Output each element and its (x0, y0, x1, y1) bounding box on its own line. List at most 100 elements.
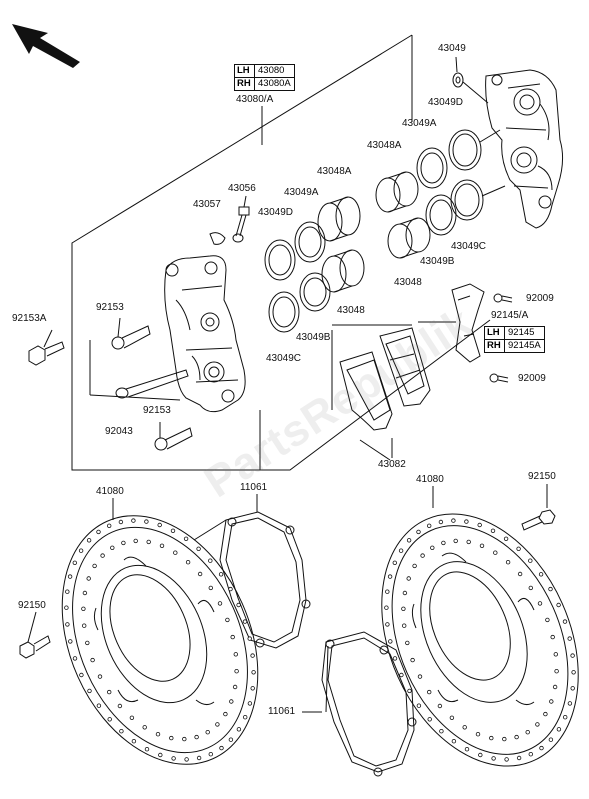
gasket-top (219, 511, 311, 649)
vent-hole (121, 540, 126, 546)
vent-hole (229, 699, 234, 704)
vent-hole (399, 672, 404, 678)
vent-hole (516, 755, 522, 761)
disc-leader-lines (112, 486, 434, 713)
vent-hole (550, 634, 555, 640)
vent-hole (86, 576, 91, 581)
vent-hole (158, 752, 163, 758)
label-41080-left: 41080 (96, 486, 124, 497)
vent-hole (217, 601, 223, 606)
vent-hole (427, 689, 432, 695)
vent-hole (570, 653, 575, 658)
vent-hole (196, 546, 201, 551)
vent-hole (388, 639, 393, 644)
vent-hole (567, 701, 573, 706)
vent-hole (142, 725, 147, 730)
vent-hole (384, 605, 389, 610)
vent-hole (173, 550, 178, 555)
label-11061-top: 11061 (240, 482, 268, 493)
vent-hole (96, 529, 101, 535)
seal-43049 (452, 56, 489, 104)
label-43049a-left: 43049A (284, 187, 319, 198)
label-92145: 92145/A (491, 310, 529, 321)
brake-disc-left (61, 515, 259, 765)
vent-hole (119, 729, 124, 734)
vent-hole (405, 640, 410, 646)
vent-hole (106, 689, 112, 695)
label-43057: 43057 (193, 199, 221, 210)
bolt-92043 (115, 369, 189, 399)
vent-hole (146, 539, 151, 545)
vent-hole (490, 528, 496, 533)
disc-vent-holes (64, 518, 576, 762)
vent-hole (556, 727, 562, 732)
vent-hole (441, 540, 446, 546)
vent-hole (491, 756, 496, 761)
brake-pads (339, 327, 431, 461)
vent-hole (79, 672, 84, 678)
vent-hole (144, 519, 149, 524)
pins-43056-43057 (209, 195, 250, 245)
vent-hole (539, 745, 544, 751)
vent-hole (464, 519, 469, 524)
vent-hole (133, 538, 138, 544)
label-92153-bottom: 92153 (143, 405, 171, 416)
vent-hole (438, 519, 444, 525)
vent-hole (194, 734, 199, 740)
vent-hole (90, 657, 95, 663)
vent-hole (82, 590, 88, 596)
label-43049d-right: 43049D (428, 97, 464, 108)
bolt-92153-bottom (154, 422, 193, 451)
label-43048-left: 43048 (337, 305, 365, 316)
vent-hole (553, 652, 558, 657)
label-43049d-left: 43049D (258, 207, 294, 218)
vent-hole (219, 745, 224, 751)
vent-hole (72, 656, 78, 661)
vent-hole (528, 585, 533, 591)
pistons-left (317, 196, 365, 293)
vent-hole (117, 703, 123, 709)
vent-hole (92, 563, 97, 569)
vent-hole (417, 674, 423, 679)
vent-hole (451, 739, 457, 744)
vent-hole (184, 757, 189, 762)
label-92153-top: 92153 (96, 302, 124, 313)
vent-hole (242, 715, 248, 720)
vent-hole (479, 543, 485, 548)
vent-hole (242, 619, 248, 624)
vent-hole (505, 560, 511, 565)
side-rh: RH (235, 78, 255, 90)
vent-hole (234, 669, 239, 674)
vent-hole (516, 546, 521, 551)
vent-hole (453, 538, 458, 544)
vent-hole (157, 522, 162, 528)
vent-hole (543, 711, 548, 717)
vent-hole (232, 684, 238, 690)
vent-hole (420, 553, 425, 558)
vent-hole (129, 715, 135, 720)
vent-hole (406, 576, 411, 581)
vent-hole (218, 572, 224, 577)
brake-disc-right (381, 513, 579, 767)
vent-hole (545, 617, 550, 623)
vent-hole (385, 589, 390, 594)
vent-hole (171, 756, 176, 761)
vent-hole (562, 619, 568, 624)
label-43049b-left: 43049B (296, 332, 331, 343)
vent-hole (571, 670, 576, 675)
vent-hole (100, 553, 105, 558)
vent-hole (466, 539, 471, 545)
vent-hole (548, 586, 553, 592)
bolt-92153a (28, 329, 65, 366)
vent-hole (392, 560, 397, 565)
vent-hole (205, 730, 210, 735)
vent-hole (503, 536, 509, 541)
vent-hole (402, 623, 407, 628)
vent-hole (208, 585, 213, 591)
vent-hole (251, 670, 256, 675)
vent-hole (556, 602, 561, 608)
spring-side-lh: LH (485, 327, 505, 339)
